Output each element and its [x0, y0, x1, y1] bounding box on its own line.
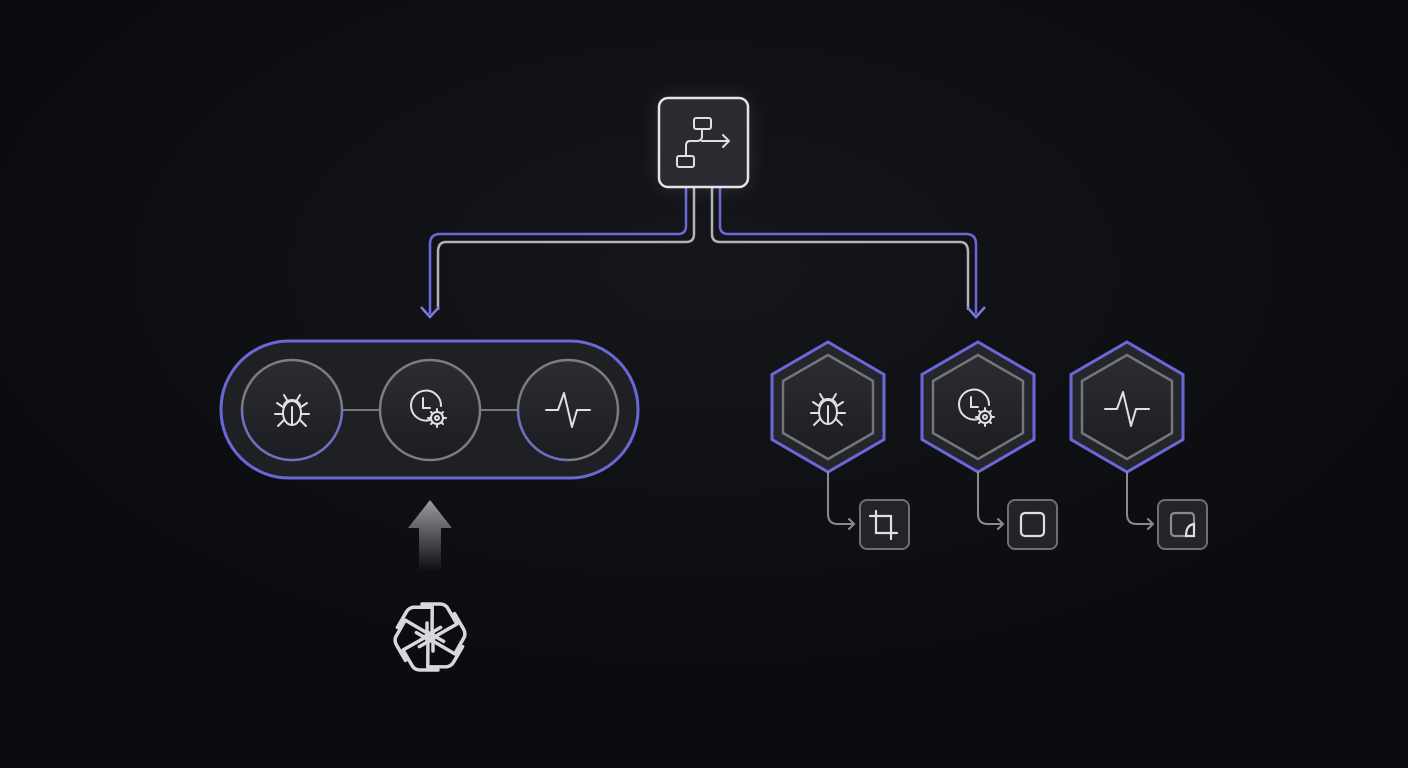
root-connectors: [420, 187, 986, 319]
pill-node-clock[interactable]: [378, 358, 482, 462]
pill-node-pulse[interactable]: [516, 358, 620, 462]
arrowhead-right: [966, 306, 986, 319]
output-corner[interactable]: [1157, 499, 1208, 550]
hex-group: [770, 340, 1185, 474]
openai-logo-icon: [386, 595, 474, 679]
root-node[interactable]: [657, 96, 750, 189]
pill-node-bug[interactable]: [240, 358, 344, 462]
crop-icon: [868, 509, 899, 541]
square-icon: [1019, 511, 1046, 538]
output-crop[interactable]: [859, 499, 910, 550]
workflow-icon: [676, 117, 730, 168]
up-arrow-icon: [408, 500, 452, 572]
arrowhead-left: [420, 306, 440, 319]
output-connectors: [827, 471, 1155, 530]
rounded-square-corner-icon: [1169, 511, 1196, 538]
pill-group: [219, 339, 640, 480]
output-square[interactable]: [1007, 499, 1058, 550]
